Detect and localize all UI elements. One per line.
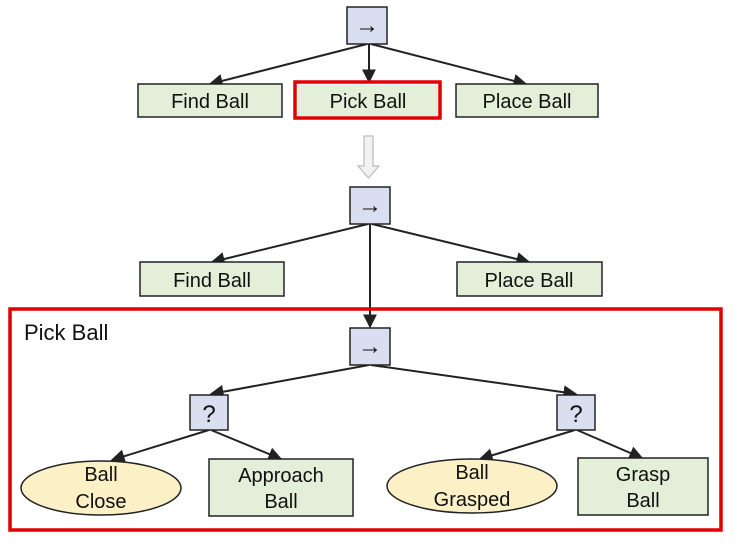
edge [208, 43, 368, 88]
sequence-arrow-icon: → [355, 12, 379, 39]
action-node-approach-ball: Approach Ball [208, 458, 354, 517]
edge [210, 429, 283, 461]
fallback-node-right: ? [556, 394, 596, 431]
expanded-tree: → Find Ball Place Ball Pick Ball → [8, 186, 723, 532]
edge [370, 364, 578, 400]
action-node-find-ball: Find Ball [139, 261, 285, 297]
edge [210, 223, 369, 266]
edge [371, 223, 531, 266]
condition-label-line1: Ball [455, 462, 488, 484]
condition-label-line2: Grasped [434, 489, 511, 511]
sequence-node-top-root: → [346, 6, 388, 45]
condition-label-line1: Ball [84, 464, 117, 486]
action-node-place-ball: Place Ball [456, 261, 603, 297]
condition-label-line2: Close [75, 491, 126, 513]
highlight-box [293, 80, 442, 120]
frame-title: Pick Ball [24, 320, 108, 345]
action-label: Place Ball [483, 91, 572, 113]
action-node-grasp-ball: Grasp Ball [577, 457, 709, 516]
edge [209, 364, 370, 399]
action-node-find-ball: Find Ball [137, 83, 283, 118]
sequence-node-expanded-root: → [349, 186, 391, 225]
action-label-line1: Approach [238, 465, 324, 487]
condition-node-ball-grasped: Ball Grasped [386, 458, 558, 514]
edge [110, 429, 210, 463]
condition-node-ball-close: Ball Close [20, 460, 182, 516]
edge [478, 429, 576, 463]
edge [576, 429, 644, 460]
sequence-arrow-icon: → [358, 192, 382, 219]
action-label: Find Ball [173, 270, 251, 292]
transition-arrow-icon [356, 135, 381, 179]
top-tree: → Find Ball Pick Ball Place Ball [137, 6, 599, 120]
action-label-line2: Ball [264, 491, 297, 513]
action-label-line2: Ball [626, 490, 659, 512]
fallback-node-left: ? [189, 394, 229, 431]
action-label: Pick Ball [330, 91, 407, 113]
fallback-question-icon: ? [569, 401, 582, 428]
action-node-pick-ball: Pick Ball [293, 80, 442, 120]
action-node-place-ball: Place Ball [455, 83, 599, 118]
pick-ball-frame: Pick Ball [8, 307, 723, 532]
edge [370, 43, 528, 88]
sequence-arrow-icon: → [358, 333, 382, 360]
fallback-question-icon: ? [202, 401, 215, 428]
action-label: Place Ball [485, 270, 574, 292]
action-label-line1: Grasp [616, 464, 670, 486]
action-label: Find Ball [171, 91, 249, 113]
sequence-node-pick-ball-root: → [349, 327, 391, 366]
